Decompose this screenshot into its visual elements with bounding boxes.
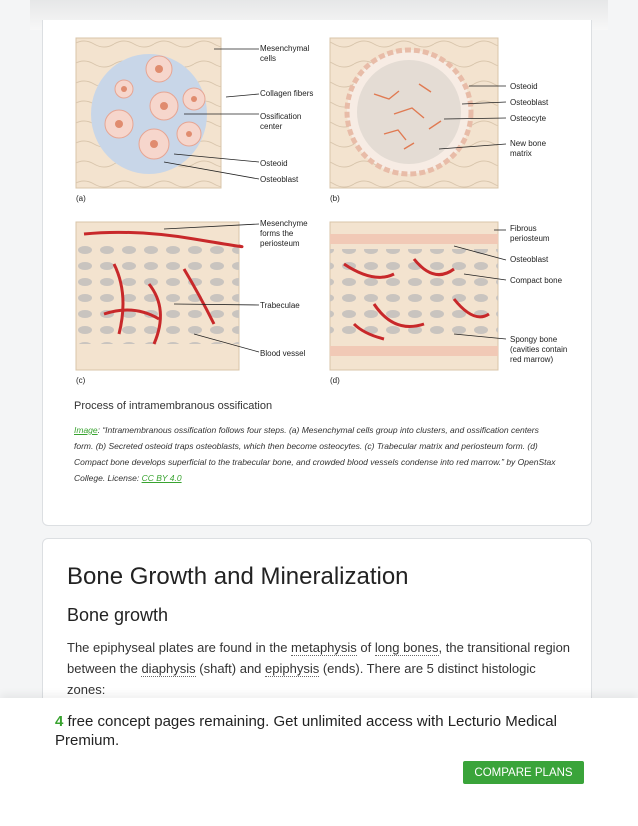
panel-d-label-periosteum: periosteum [510, 234, 550, 243]
panel-d-label-cavities: (cavities contain [510, 345, 567, 354]
panel-a-label-ossification: Ossification [260, 112, 301, 121]
license-link[interactable]: CC BY 4.0 [142, 473, 182, 483]
panel-d-label-spongy-bone: Spongy bone [510, 335, 558, 344]
panel-a-label-osteoblast: Osteoblast [260, 175, 299, 184]
compare-plans-button[interactable]: COMPARE PLANS [463, 761, 584, 784]
panel-b-label-new-bone: New bone [510, 139, 547, 148]
panel-b-label-matrix: matrix [510, 149, 532, 158]
panel-c-tag: (c) [76, 376, 86, 385]
panel-b-label-osteocyte: Osteocyte [510, 114, 547, 123]
term-link-metaphysis[interactable]: metaphysis [291, 640, 357, 656]
term-link-long-bones[interactable]: long bones [375, 640, 439, 656]
panel-c-label-mesenchyme: Mesenchyme [260, 219, 308, 228]
panel-b-label-osteoblast: Osteoblast [510, 98, 549, 107]
figure-caption: Image: “Intramembranous ossification fol… [74, 422, 560, 486]
panel-a-label-osteoid: Osteoid [260, 159, 288, 168]
panel-d-illustration [330, 222, 506, 370]
paywall-text: free concept pages remaining. Get unlimi… [55, 713, 557, 749]
term-link-diaphysis[interactable]: diaphysis [141, 661, 195, 677]
panel-c-illustration [76, 222, 259, 370]
panel-d-label-fibrous: Fibrous [510, 224, 537, 233]
figure-caption-title: Process of intramembranous ossification [74, 400, 272, 412]
section-paragraph: The epiphyseal plates are found in the m… [67, 637, 577, 700]
panel-d-label-compact-bone: Compact bone [510, 276, 563, 285]
ossification-figure: (a) Mesenchymal cells Collagen fibers Os… [74, 34, 574, 389]
panel-c-label-trabeculae: Trabeculae [260, 301, 300, 310]
paywall-message: 4 free concept pages remaining. Get unli… [55, 712, 595, 750]
panel-a-tag: (a) [76, 194, 86, 203]
panel-b-illustration [330, 38, 506, 188]
panel-b-label-osteoid: Osteoid [510, 82, 538, 91]
panel-a-label-cells: cells [260, 54, 276, 63]
section-subtitle: Bone growth [67, 605, 168, 626]
term-link-epiphysis[interactable]: epiphysis [265, 661, 319, 677]
panel-b-tag: (b) [330, 194, 340, 203]
paragraph-text: of [357, 640, 375, 655]
panel-a-label-collagen: Collagen fibers [260, 89, 313, 98]
panel-a-label-center: center [260, 122, 283, 131]
paywall-banner: 4 free concept pages remaining. Get unli… [0, 698, 638, 826]
panel-d-label-osteoblast: Osteoblast [510, 255, 549, 264]
panel-a-label-mesenchymal: Mesenchymal [260, 44, 310, 53]
panel-c-label-blood-vessel: Blood vessel [260, 349, 306, 358]
paragraph-text: The epiphyseal plates are found in the [67, 640, 291, 655]
panel-d-label-red-marrow: red marrow) [510, 355, 553, 364]
image-source-link[interactable]: Image [74, 425, 98, 435]
panel-a-illustration [76, 38, 259, 188]
panel-d-tag: (d) [330, 376, 340, 385]
paragraph-text: (shaft) and [196, 661, 265, 676]
panel-c-label-forms: forms the [260, 229, 294, 238]
panel-c-label-periosteum: periosteum [260, 239, 300, 248]
section-title: Bone Growth and Mineralization [67, 563, 409, 591]
